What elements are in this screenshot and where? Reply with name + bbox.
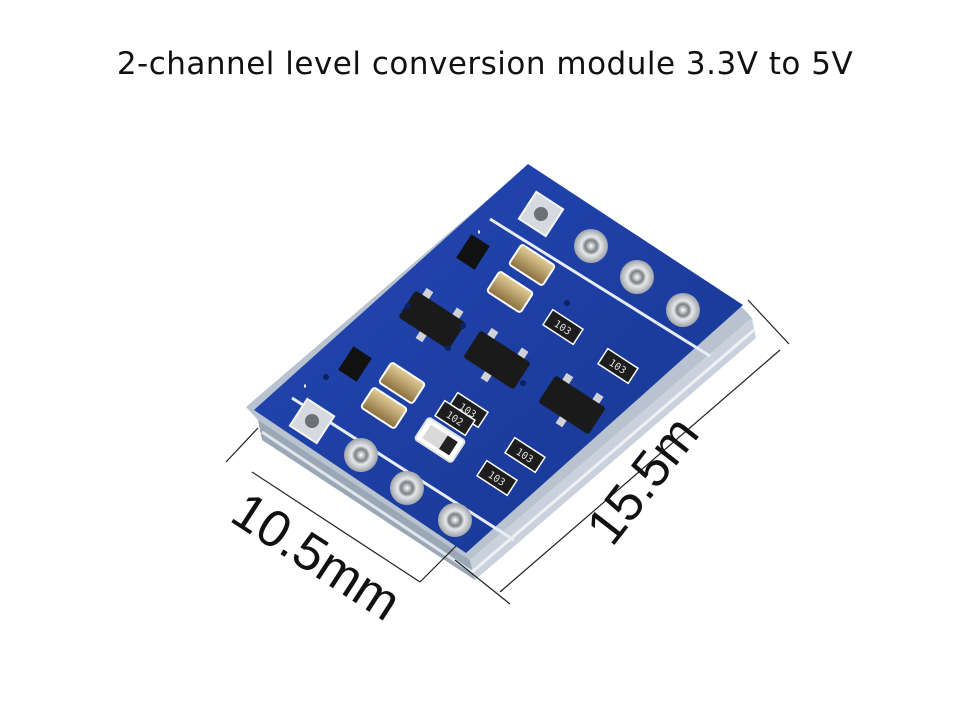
led <box>414 417 466 463</box>
small-components <box>338 234 490 382</box>
resistor: 103 <box>541 308 585 346</box>
round-pad <box>390 471 424 505</box>
capacitors <box>360 244 556 429</box>
pad-hole <box>534 207 548 221</box>
vias <box>323 300 570 386</box>
round-pad <box>344 438 378 472</box>
header-pads-top <box>517 190 700 327</box>
round-pad <box>666 293 700 327</box>
product-title: 2-channel level conversion module 3.3V t… <box>116 46 854 82</box>
resistor: 103 <box>503 436 547 474</box>
resistor: 103 <box>596 347 640 385</box>
mosfet-1 <box>399 287 465 349</box>
pad-hole <box>305 414 319 428</box>
capacitor <box>378 362 426 404</box>
mosfet-2 <box>464 327 530 389</box>
capacitor <box>508 244 556 286</box>
mosfet-chips <box>399 287 605 434</box>
capacitor <box>360 387 408 429</box>
capacitor <box>486 271 534 313</box>
small-chip <box>456 234 490 270</box>
dimension-lines <box>225 299 790 605</box>
round-pad <box>574 229 608 263</box>
round-pad <box>438 503 472 537</box>
header-pads-bottom <box>288 397 472 537</box>
resistor: 103 <box>475 459 519 497</box>
resistor: 102 <box>433 399 477 437</box>
mosfet-3 <box>539 372 605 434</box>
small-chip <box>338 346 372 382</box>
round-pad <box>620 260 654 294</box>
